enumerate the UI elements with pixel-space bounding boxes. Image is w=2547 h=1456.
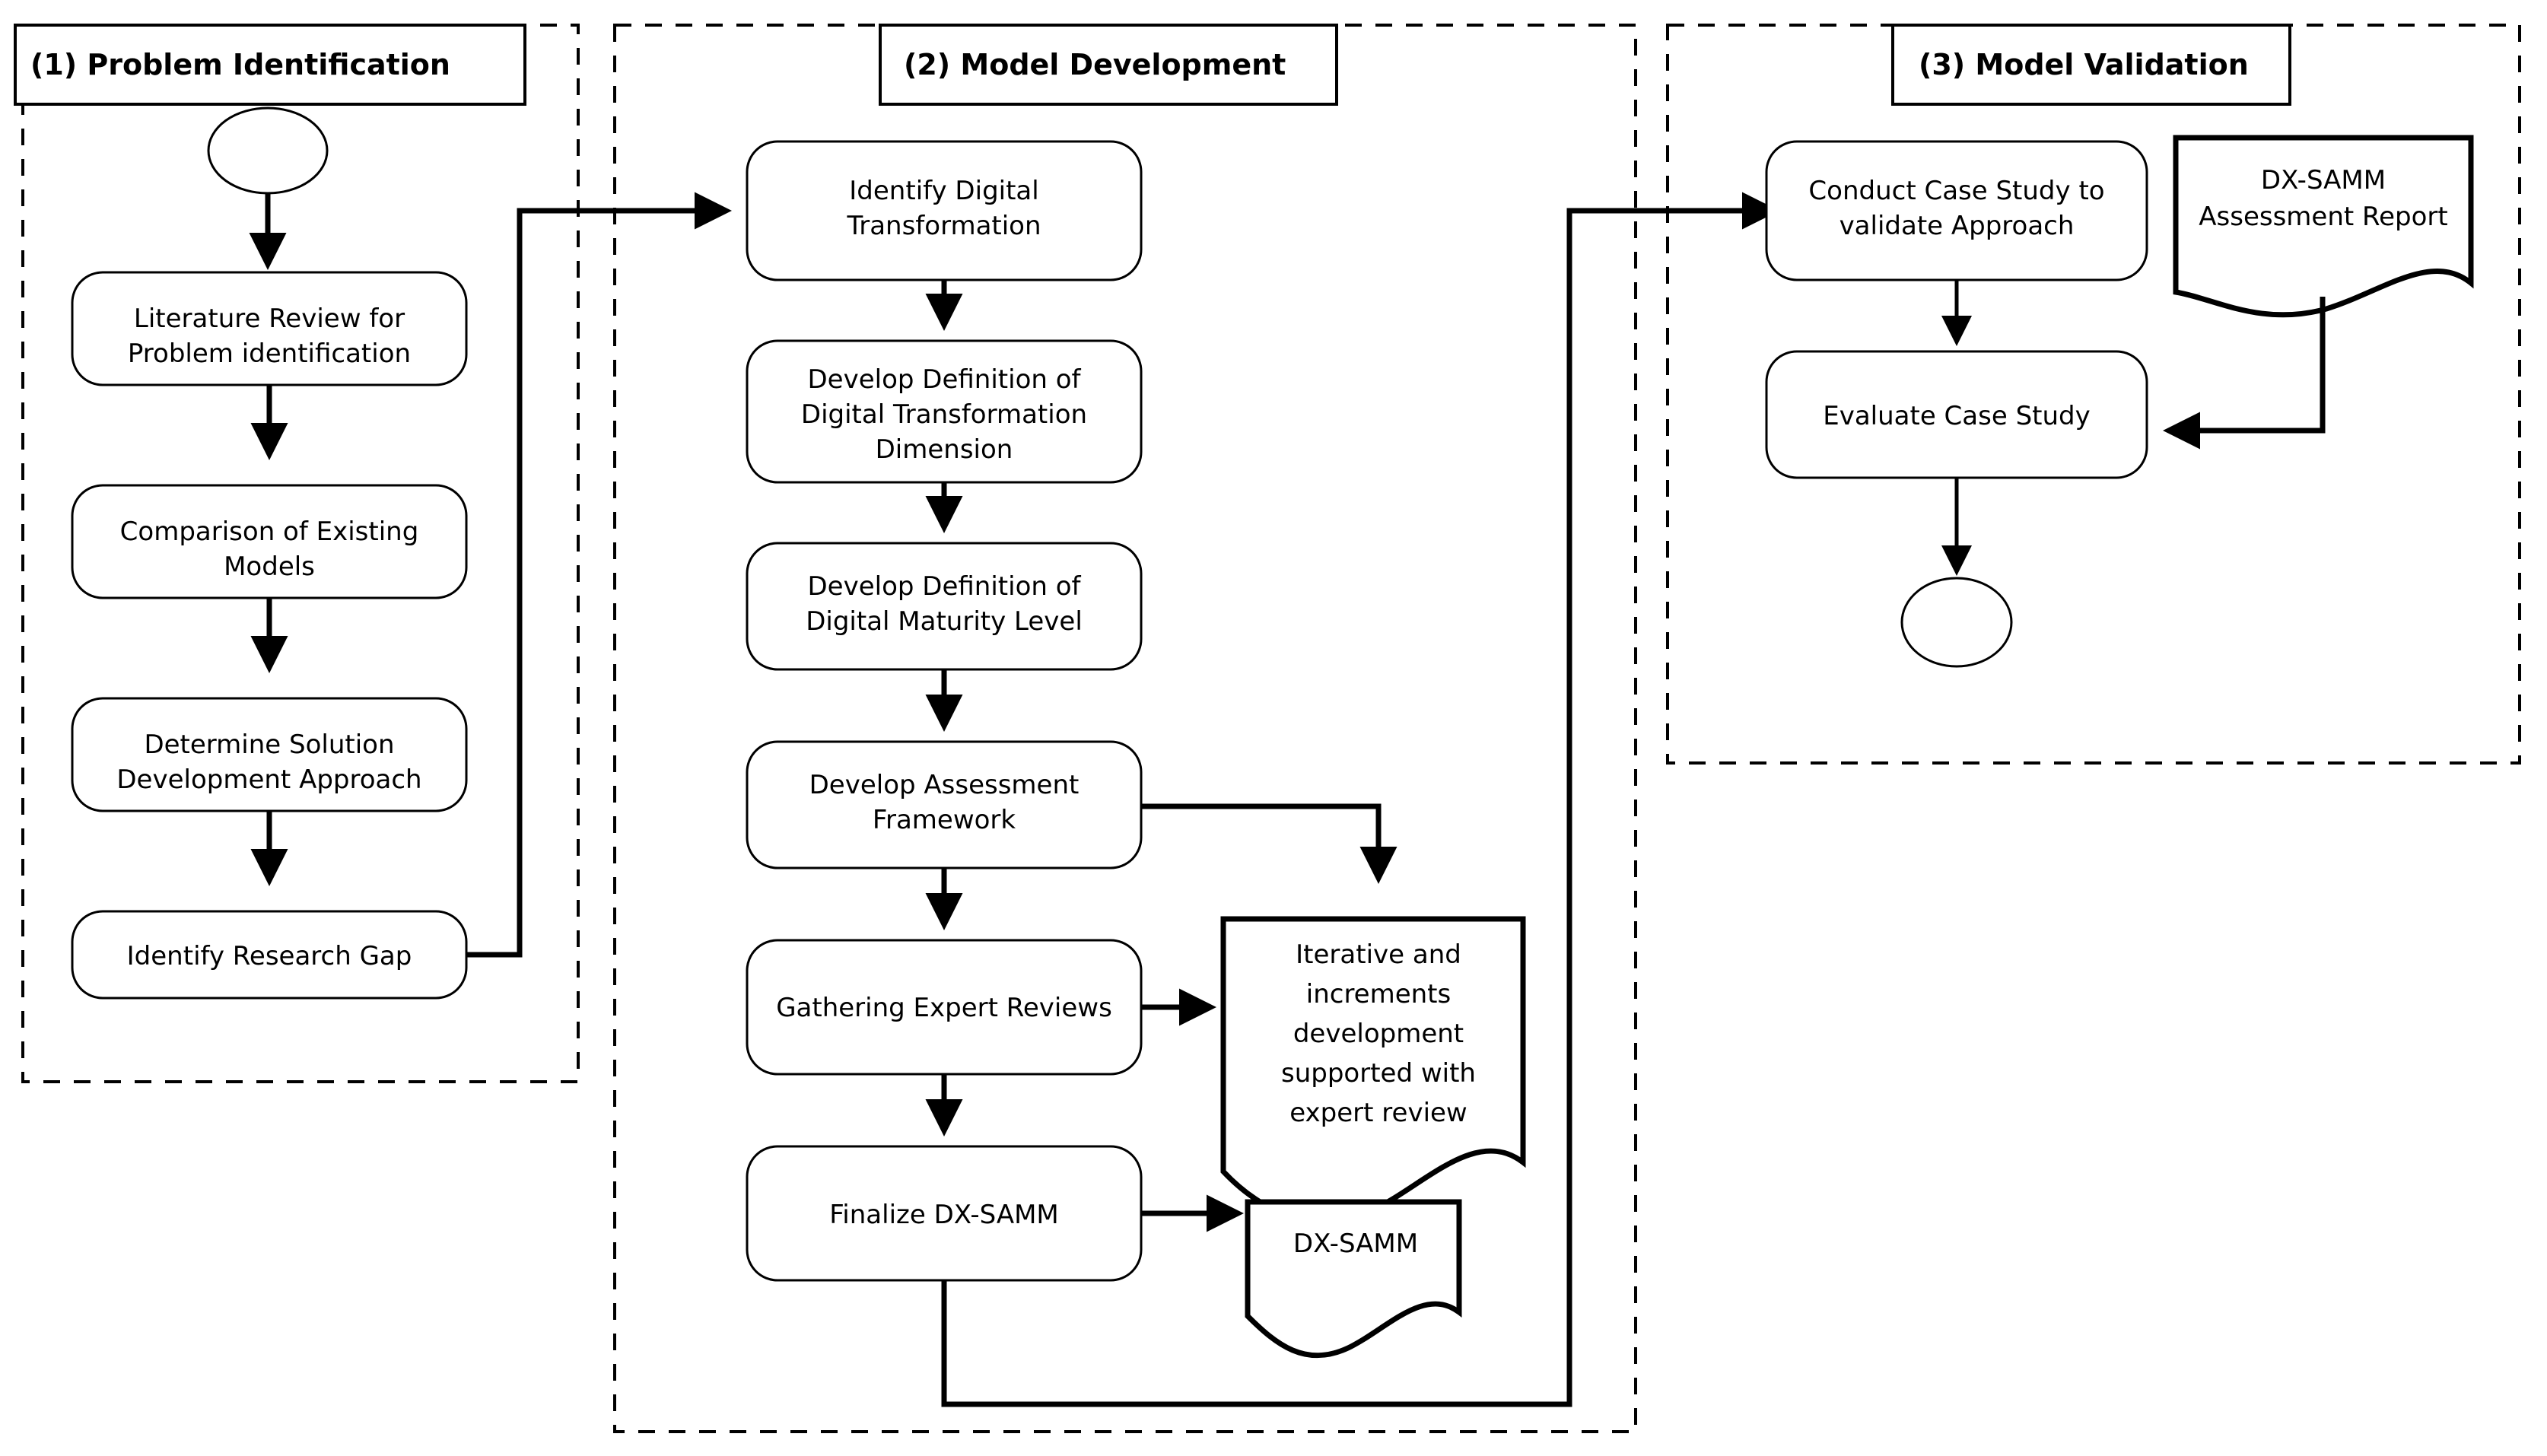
node-identify-digital-transformation-line-1: Identify Digital — [849, 176, 1038, 206]
connector-stage2-to-stage3 — [941, 192, 1779, 1407]
node-conduct-case-study[interactable]: Conduct Case Study to validate Approach — [1765, 140, 2148, 281]
node-gathering-expert-reviews-line-1: Gathering Expert Reviews — [776, 993, 1112, 1023]
node-conduct-case-study-line-2: validate Approach — [1840, 211, 2075, 241]
start-node — [207, 106, 329, 195]
node-comparison-models-line-1: Comparison of Existing — [120, 517, 419, 547]
node-evaluate-case-study-line-1: Evaluate Case Study — [1823, 401, 2091, 431]
node-develop-dt-dimension-line-2: Digital Transformation — [801, 399, 1087, 430]
doc-iterative-line-1: Iterative and — [1296, 939, 1461, 970]
doc-iterative-line-2: increments — [1306, 979, 1451, 1009]
node-develop-maturity-level-line-1: Develop Definition of — [808, 571, 1082, 602]
node-identify-digital-transformation[interactable]: Identify Digital Transformation — [746, 140, 1143, 281]
node-develop-dt-dimension-line-3: Dimension — [876, 434, 1013, 465]
doc-iterative-line-4: supported with — [1281, 1058, 1476, 1089]
doc-iterative-increments: Iterative and increments development sup… — [1220, 916, 1526, 1224]
stage2-container — [613, 24, 1637, 1433]
node-gathering-expert-reviews[interactable]: Gathering Expert Reviews — [746, 939, 1143, 1076]
node-develop-assessment-framework[interactable]: Develop Assessment Framework — [746, 740, 1143, 869]
node-develop-maturity-level-line-2: Digital Maturity Level — [806, 606, 1083, 637]
connector-framework-to-iterative-doc — [1141, 803, 1398, 884]
node-develop-maturity-level[interactable]: Develop Definition of Digital Maturity L… — [746, 542, 1143, 671]
connector-stage1-to-stage2 — [466, 192, 732, 958]
stage1-title-label: (1) Problem Identification — [30, 48, 450, 81]
node-develop-dt-dimension-line-1: Develop Definition of — [808, 364, 1082, 395]
stage2-title-box: (2) Model Development — [879, 24, 1338, 106]
node-identify-digital-transformation-line-2: Transformation — [846, 211, 1041, 241]
stage3-title-label: (3) Model Validation — [1919, 48, 2249, 81]
node-finalize-dx-samm[interactable]: Finalize DX-SAMM — [746, 1145, 1143, 1282]
node-develop-dt-dimension[interactable]: Develop Definition of Digital Transforma… — [746, 339, 1143, 484]
stage2-title-label: (2) Model Development — [904, 48, 1286, 81]
connector-report-to-evaluate — [2163, 297, 2326, 450]
node-determine-solution-line-1: Determine Solution — [144, 730, 394, 760]
node-evaluate-case-study[interactable]: Evaluate Case Study — [1765, 350, 2148, 479]
doc-dx-samm-line-1: DX-SAMM — [1293, 1229, 1418, 1259]
doc-assessment-report-line-1: DX-SAMM — [2261, 165, 2386, 196]
node-finalize-dx-samm-line-1: Finalize DX-SAMM — [829, 1200, 1059, 1230]
stage1-title-box: (1) Problem Identification — [14, 24, 526, 106]
node-literature-review-line-2: Problem identification — [128, 339, 411, 369]
node-develop-assessment-framework-line-1: Develop Assessment — [809, 770, 1080, 800]
node-identify-research-gap[interactable]: Identify Research Gap — [71, 910, 468, 1000]
doc-assessment-report-line-2: Assessment Report — [2199, 202, 2447, 232]
node-identify-research-gap-line-1: Identify Research Gap — [127, 941, 412, 971]
end-node — [1900, 577, 2013, 668]
node-develop-assessment-framework-line-2: Framework — [873, 805, 1016, 835]
doc-dx-samm: DX-SAMM — [1245, 1199, 1462, 1359]
node-literature-review-line-1: Literature Review for — [134, 304, 405, 334]
doc-dx-samm-assessment-report: DX-SAMM Assessment Report — [2173, 135, 2474, 318]
doc-iterative-line-3: development — [1293, 1019, 1464, 1049]
node-comparison-models[interactable]: Comparison of Existing Models — [71, 484, 468, 599]
node-determine-solution-line-2: Development Approach — [116, 765, 421, 795]
node-conduct-case-study-line-1: Conduct Case Study to — [1808, 176, 2104, 206]
node-literature-review[interactable]: Literature Review for Problem identifica… — [71, 271, 468, 386]
node-comparison-models-line-2: Models — [224, 552, 315, 582]
node-determine-solution[interactable]: Determine Solution Development Approach — [71, 697, 468, 812]
doc-iterative-line-5: expert review — [1289, 1098, 1467, 1128]
stage3-title-box: (3) Model Validation — [1891, 24, 2291, 106]
